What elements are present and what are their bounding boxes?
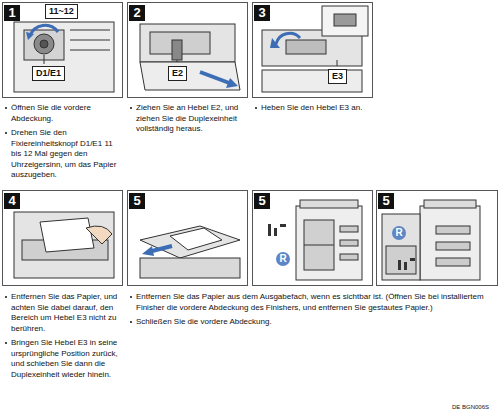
bullet-dot xyxy=(5,342,7,344)
instruction-text: Entfernen Sie das Papier aus dem Ausgabe… xyxy=(136,292,484,312)
part-label: E2 xyxy=(168,66,187,81)
step-number: 5 xyxy=(378,193,394,209)
bullet-dot xyxy=(5,132,7,134)
instruction-item: Öffnen Sie die vordere Abdeckung. xyxy=(4,103,122,124)
instruction-text: Drehen Sie den Fixiereinheitsknopf D1/E1… xyxy=(11,128,116,179)
instruction-text: Ziehen Sie an Hebel E2, und ziehen Sie d… xyxy=(136,103,238,133)
part-label: D1/E1 xyxy=(32,66,65,81)
step-panel: 3 xyxy=(252,2,373,98)
instruction-text: Entfernen Sie das Papier, und achten Sie… xyxy=(11,292,117,333)
step-number: 4 xyxy=(4,193,20,209)
step-panel: 4 xyxy=(2,190,123,286)
instruction-item: Drehen Sie den Fixiereinheitsknopf D1/E1… xyxy=(4,128,122,181)
marker-letter: R xyxy=(279,253,286,264)
bullet-dot xyxy=(255,107,257,109)
instruction-text: Schließen Sie die vordere Abdeckung. xyxy=(136,317,272,326)
bullet-dot xyxy=(130,321,132,323)
code-text: DE BGN006S xyxy=(452,404,489,410)
part-name: D1/E1 xyxy=(36,68,61,78)
part-label: 11~12 xyxy=(45,4,78,19)
bullet-dot xyxy=(5,296,7,298)
step-panel: 5 xyxy=(252,190,373,286)
document-code: DE BGN006S xyxy=(452,404,489,411)
step-number: 5 xyxy=(254,193,270,209)
bullet-dot xyxy=(5,107,7,109)
instruction-item: Entfernen Sie das Papier aus dem Ausgabe… xyxy=(129,292,495,313)
step-number: 2 xyxy=(129,5,145,21)
marker-letter: R xyxy=(395,227,402,238)
step-panel: 5 xyxy=(127,190,248,286)
part-label: E3 xyxy=(328,69,347,84)
instruction-item: Heben Sie den Hebel E3 an. xyxy=(254,103,372,114)
part-name: E3 xyxy=(332,71,343,81)
step-number: 5 xyxy=(129,193,145,209)
instruction-item: Schließen Sie die vordere Abdeckung. xyxy=(129,317,495,328)
step-number: 3 xyxy=(254,5,270,21)
instruction-item: Bringen Sie Hebel E3 in seine ursprüngli… xyxy=(4,338,122,380)
marker-circle: R xyxy=(276,252,290,266)
marker-circle: R xyxy=(392,226,406,240)
bullet-dot xyxy=(130,107,132,109)
step-panel: 2 xyxy=(127,2,248,98)
part-name: 11~12 xyxy=(49,6,74,16)
instruction-item: Ziehen Sie an Hebel E2, und ziehen Sie d… xyxy=(129,103,247,135)
instruction-item: Entfernen Sie das Papier, und achten Sie… xyxy=(4,292,122,334)
step-number: 1 xyxy=(4,5,20,21)
bullet-dot xyxy=(130,296,132,298)
instruction-text: Bringen Sie Hebel E3 in seine ursprüngli… xyxy=(11,338,118,379)
instruction-text: Öffnen Sie die vordere Abdeckung. xyxy=(11,103,91,123)
instruction-text: Heben Sie den Hebel E3 an. xyxy=(261,103,362,112)
part-name: E2 xyxy=(172,68,183,78)
